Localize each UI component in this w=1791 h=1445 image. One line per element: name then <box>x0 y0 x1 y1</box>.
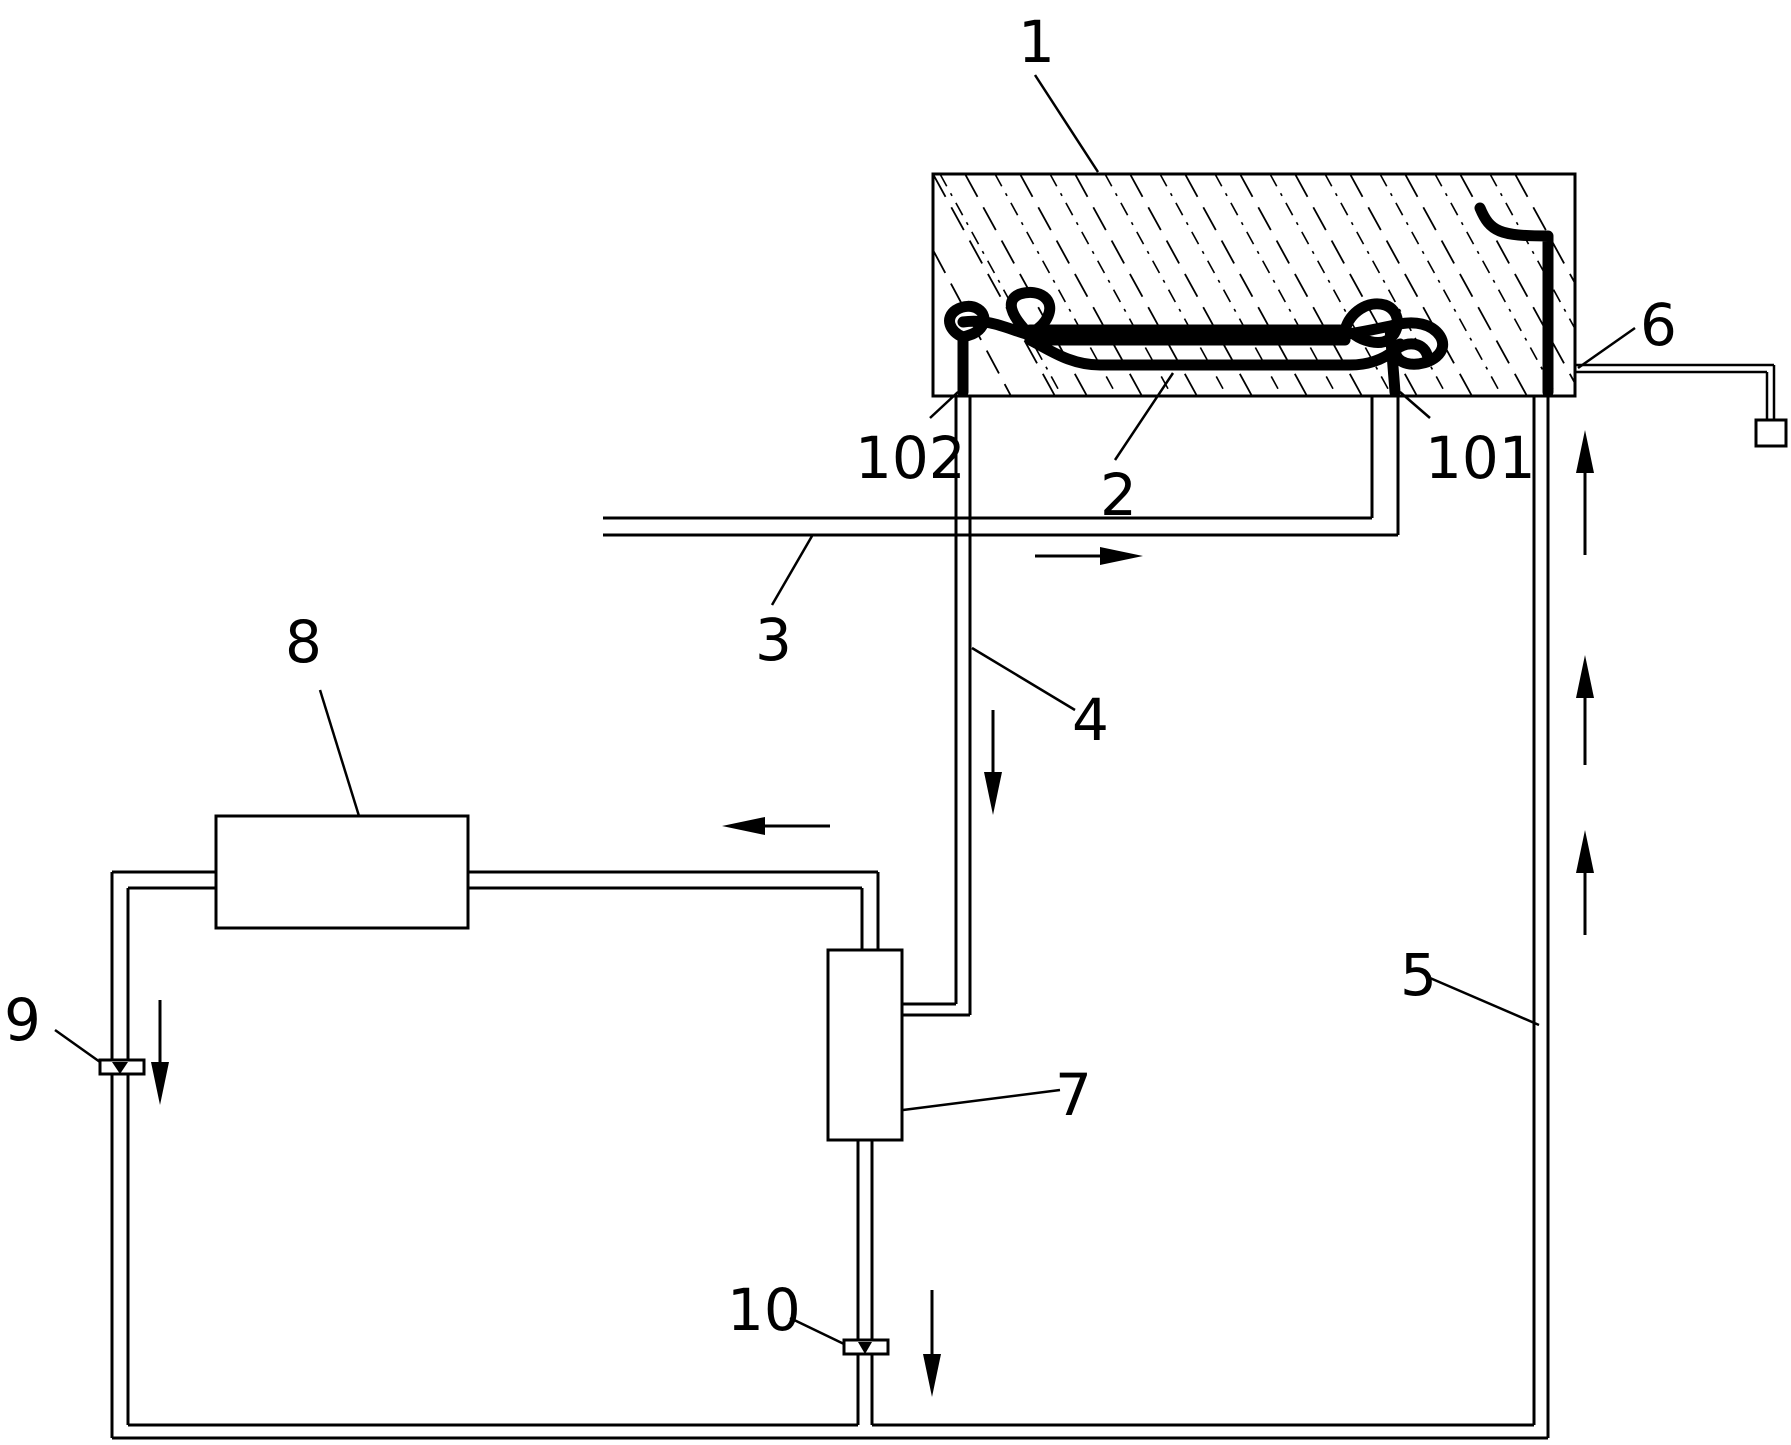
label-9: 9 <box>4 986 41 1054</box>
flow-arrow-left <box>722 817 830 835</box>
pipe-3 <box>603 396 1400 537</box>
coil-element-2 <box>944 202 1554 398</box>
label-8: 8 <box>285 608 322 676</box>
label-2: 2 <box>1100 461 1137 529</box>
flow-arrow-up-3 <box>1576 830 1594 935</box>
valve-9 <box>98 1058 146 1076</box>
label-4: 4 <box>1072 686 1109 754</box>
pipe-5 <box>110 396 1550 1440</box>
leader-lines <box>54 74 1636 1346</box>
flow-arrow-down-valve-10 <box>923 1290 941 1397</box>
sensor-6 <box>1575 363 1788 448</box>
valve-10 <box>842 1338 890 1356</box>
label-102: 102 <box>855 424 966 492</box>
block-1-outline <box>931 172 1577 398</box>
label-6: 6 <box>1640 291 1677 359</box>
flow-arrow-up-2 <box>1576 655 1594 765</box>
flow-arrow-down-pipe-4 <box>984 710 1002 815</box>
label-10: 10 <box>727 1276 801 1344</box>
unit-7 <box>826 948 904 1142</box>
label-7: 7 <box>1055 1061 1092 1129</box>
label-101: 101 <box>1425 424 1536 492</box>
pipe-7-to-10 <box>856 1140 874 1425</box>
pipe-8-to-7 <box>468 870 880 950</box>
label-3: 3 <box>755 606 792 674</box>
flow-arrow-right <box>1035 547 1143 565</box>
unit-8 <box>214 814 470 930</box>
pipe-4 <box>900 396 972 1017</box>
label-5: 5 <box>1400 941 1437 1009</box>
block-1 <box>931 172 1577 398</box>
label-1: 1 <box>1018 8 1055 76</box>
flow-arrow-down-valve-9 <box>151 1000 169 1105</box>
flow-arrow-up-1 <box>1576 430 1594 555</box>
